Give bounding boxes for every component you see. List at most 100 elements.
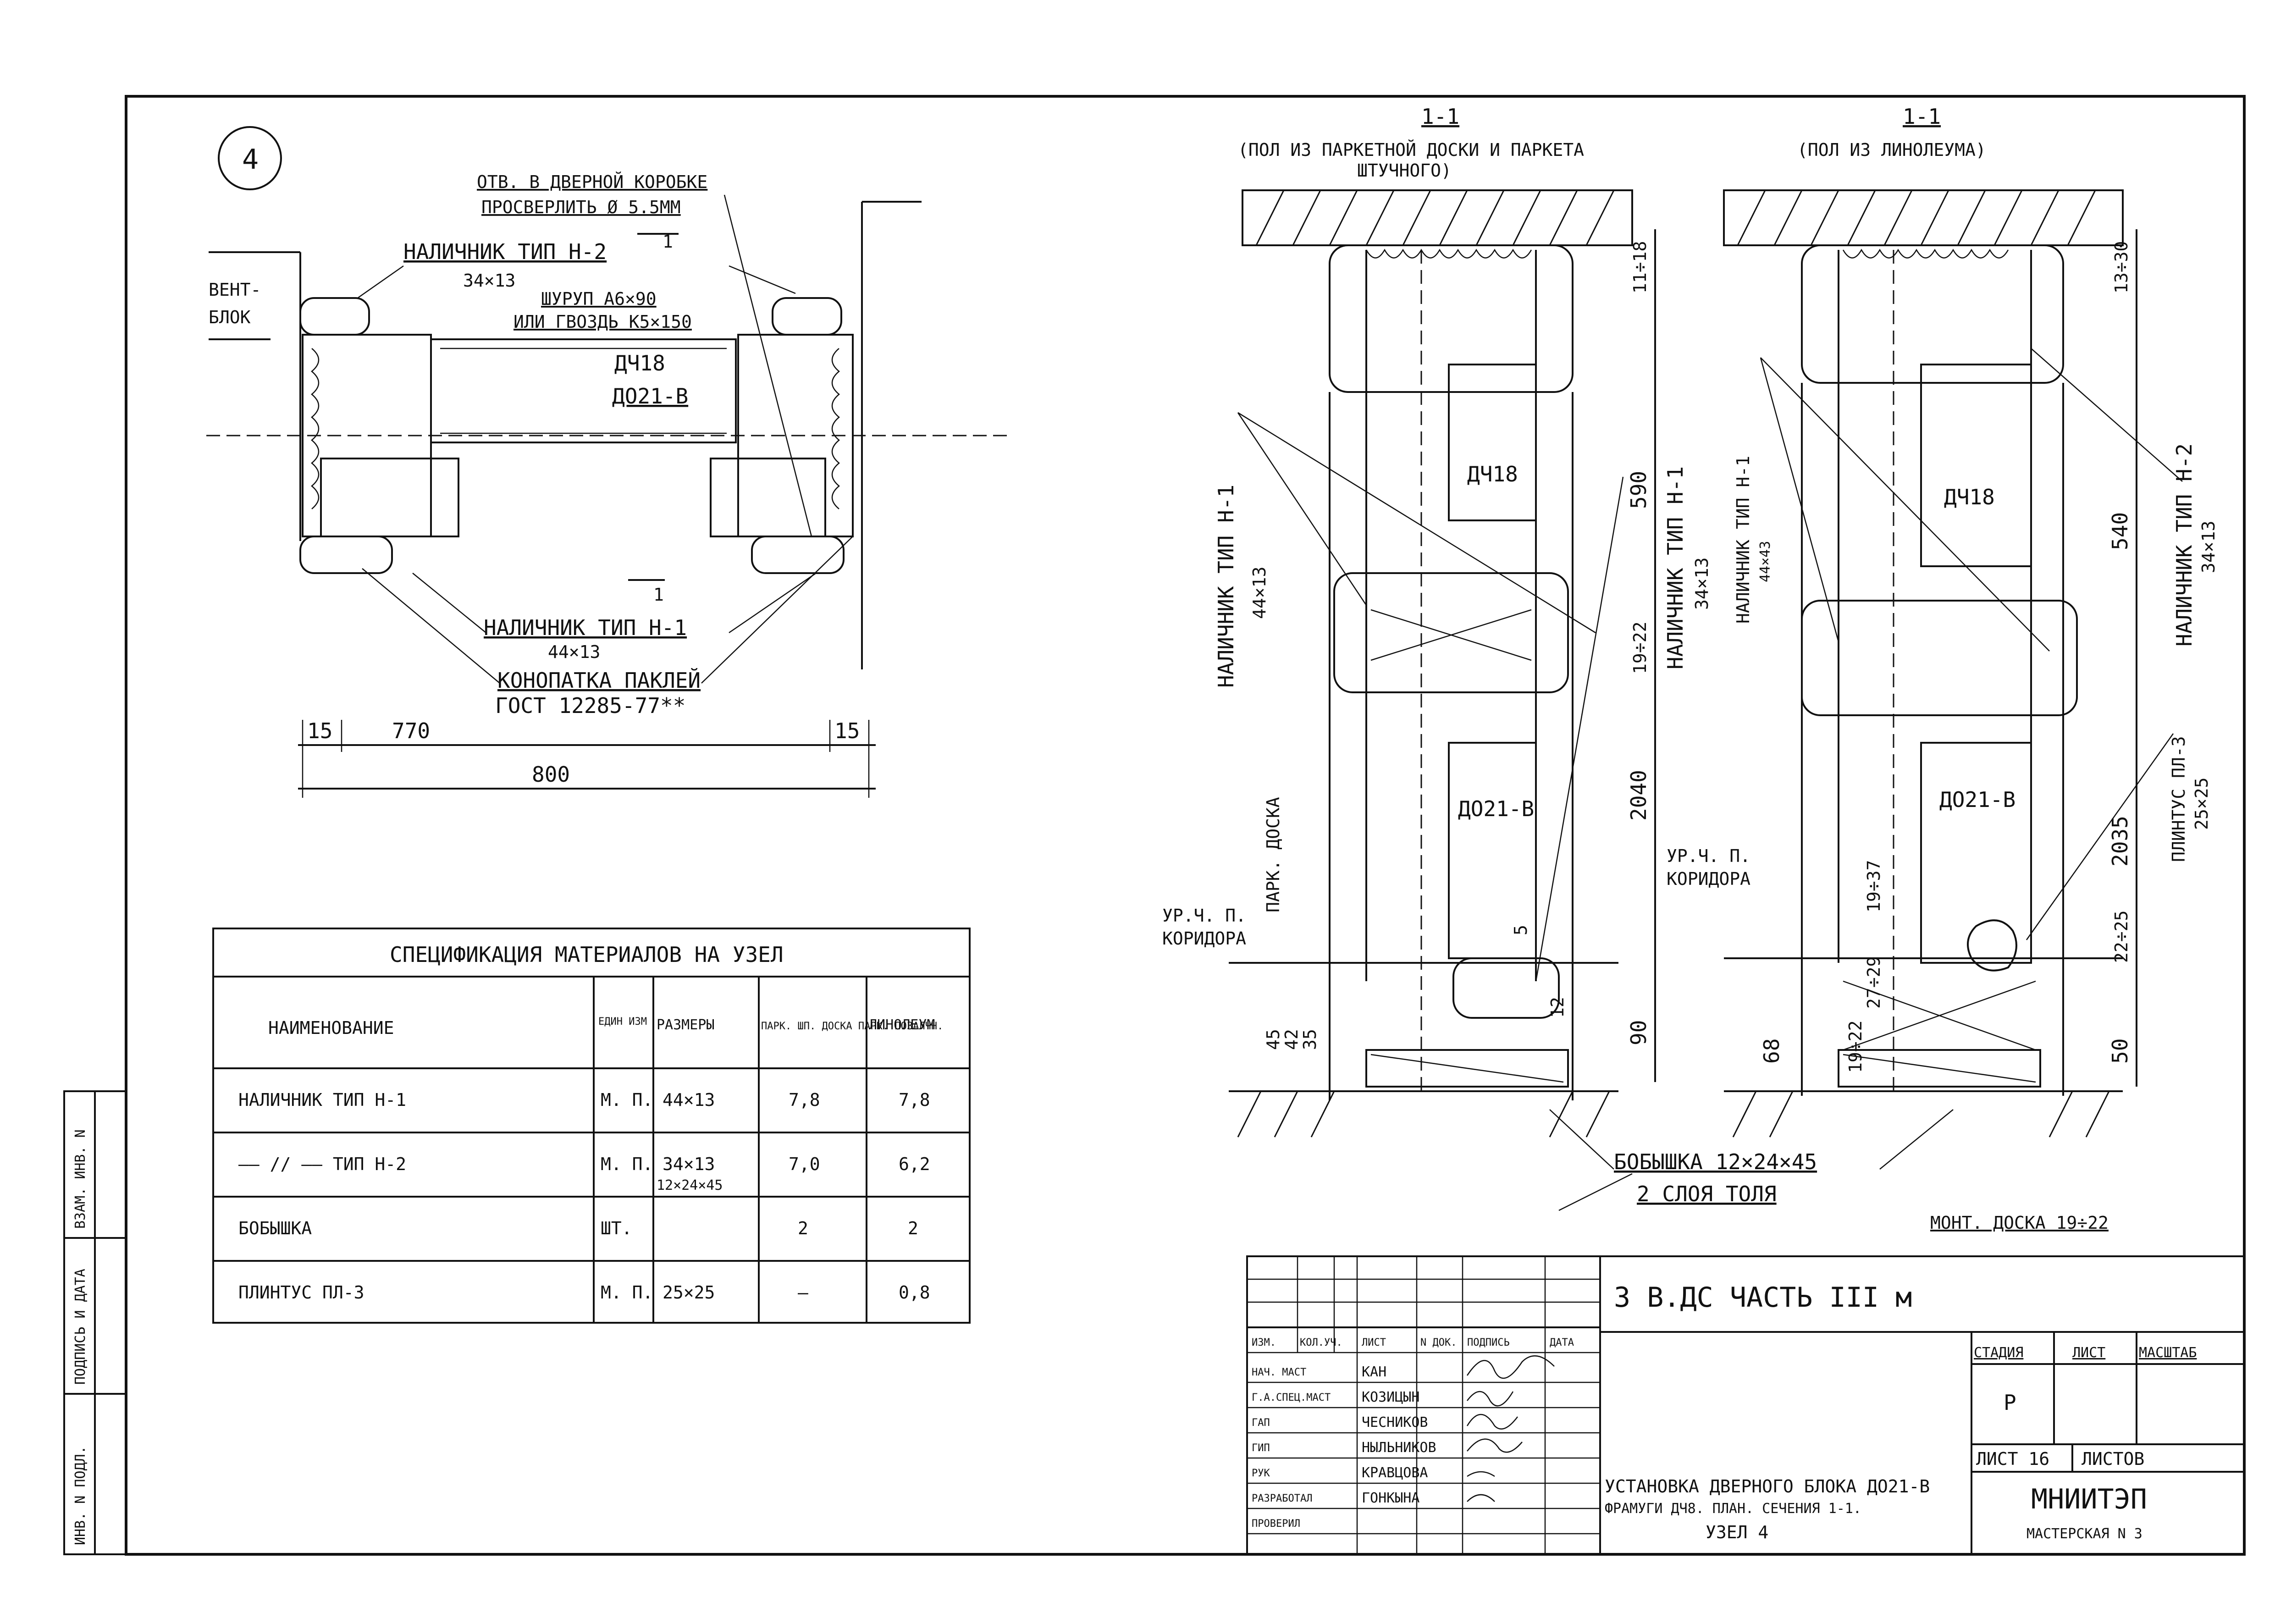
tb-name-5: КРАВЦОВА xyxy=(1362,1465,1428,1481)
screw-line1: ШУРУП А6×90 xyxy=(541,289,657,309)
section-left-dim-90: 90 xyxy=(1626,1020,1651,1045)
spec-row3-unit: ШТ. xyxy=(601,1218,632,1238)
section-right-dim-68: 68 xyxy=(1759,1038,1784,1064)
tb-col-date: ДАТА xyxy=(1550,1337,1574,1348)
note-boss: БОБЫШКА 12×24×45 xyxy=(1614,1149,1817,1174)
tb-desc-1: УСТАНОВКА ДВЕРНОГО БЛОКА ДО21-В xyxy=(1605,1476,1930,1497)
section-right-dim-50: 50 xyxy=(2108,1038,2132,1064)
spec-row1-parquet: 7,8 xyxy=(789,1090,820,1110)
vent-block-1: ВЕНТ- xyxy=(209,280,261,300)
tb-name-3: ЧЕСНИКОВ xyxy=(1362,1414,1428,1431)
screw-line2: ИЛИ ГВОЗДЬ К5×150 xyxy=(514,312,692,332)
caulk-line1: КОНОПАТКА ПАКЛЕЙ xyxy=(497,668,701,693)
spec-row4-unit: М. П. xyxy=(601,1282,653,1303)
section-right-trim-h2: НАЛИЧНИК ТИП Н-2 xyxy=(2172,443,2197,646)
section-left-floor-level1: УР.Ч. П. xyxy=(1162,906,1246,926)
section-right-dim-2035: 2035 xyxy=(2108,816,2132,867)
door-ref-2: ДО21-В xyxy=(612,384,688,409)
side-stamp: ИНВ. N ПОДЛ. ПОДПИСЬ И ДАТА ВЗАМ. ИНВ. N xyxy=(63,1090,127,1555)
section-left: 1-1 (ПОЛ ИЗ ПАРКЕТНОЙ ДОСКИ И ПАРКЕТА ШТ… xyxy=(1162,104,1712,1138)
label-trim-h1: НАЛИЧНИК ТИП Н-1 xyxy=(484,615,687,640)
tb-role-7: ПРОВЕРИЛ xyxy=(1252,1518,1300,1530)
tb-org: МНИИТЭП xyxy=(2031,1483,2147,1515)
section-left-trim-h1b: НАЛИЧНИК ТИП Н-1 xyxy=(1663,466,1688,669)
tb-name-2: КОЗИЦЫН xyxy=(1362,1389,1419,1405)
section-left-dim-42: 42 xyxy=(1281,1029,1302,1050)
section-right-plinth2: 25×25 xyxy=(2192,778,2212,830)
section-right: 1-1 (ПОЛ ИЗ ЛИНОЛЕУМА) ДЧ18 ДО21-В xyxy=(1667,104,2219,1138)
section-left-floor-board: ПАРК. ДОСКА xyxy=(1263,797,1283,912)
stamp-inv-number: ИНВ. N ПОДЛ. xyxy=(72,1446,88,1545)
note-board: МОНТ. ДОСКА 19÷22 xyxy=(1930,1213,2109,1233)
section-right-dim-top: 13÷30 xyxy=(2111,241,2131,293)
door-ref-1: ДЧ18 xyxy=(614,351,665,376)
spec-row1-size: 44×13 xyxy=(663,1090,715,1110)
section-right-trim-h1: НАЛИЧНИК ТИП Н-1 xyxy=(1733,456,1753,624)
tb-project: 3 В.ДС ЧАСТЬ III м xyxy=(1614,1282,1912,1314)
caulk-line2: ГОСТ 12285-77** xyxy=(495,693,685,718)
note-hole-line2: ПРОСВЕРЛИТЬ Ø 5.5ММ xyxy=(481,197,681,217)
spec-row1-linoleum: 7,8 xyxy=(899,1090,930,1110)
spec-table: СПЕЦИФИКАЦИЯ МАТЕРИАЛОВ НА УЗЕЛ НАИМЕНОВ… xyxy=(212,928,971,1324)
tb-role-2: Г.А.СПЕЦ.МАСТ xyxy=(1252,1392,1331,1403)
vent-block-2: БЛОК xyxy=(209,307,251,327)
tb-desc-3: УЗЕЛ 4 xyxy=(1706,1522,1768,1542)
stamp-signature-date: ПОДПИСЬ И ДАТА xyxy=(72,1269,88,1385)
label-trim-h2: НАЛИЧНИК ТИП Н-2 xyxy=(403,239,607,264)
tb-sheets: ЛИСТОВ xyxy=(2082,1449,2144,1469)
tb-role-4: ГИП xyxy=(1252,1442,1270,1454)
section-left-trim-h1b-size: 34×13 xyxy=(1692,558,1712,610)
section-right-dim-2729: 27÷29 xyxy=(1864,956,1884,1009)
spec-header-size: РАЗМЕРЫ xyxy=(657,1017,714,1033)
section-mark-top: 1 xyxy=(663,232,673,252)
trim-h2-size: 34×13 xyxy=(463,271,515,291)
spec-row3-name: БОБЫШКА xyxy=(238,1218,312,1238)
section-left-dim-45: 45 xyxy=(1263,1029,1283,1050)
tb-col-sign: ПОДПИСЬ xyxy=(1467,1337,1510,1348)
sheet-frame xyxy=(125,95,2246,1556)
section-right-trim-h2-size: 34×13 xyxy=(2198,521,2219,573)
spec-row4-name: ПЛИНТУС ПЛ-3 xyxy=(238,1282,364,1303)
spec-row3-size: 12×24×45 xyxy=(657,1177,723,1193)
bottom-notes: БОБЫШКА 12×24×45 2 СЛОЯ ТОЛЯ МОНТ. ДОСКА… xyxy=(1549,1109,2109,1233)
trim-h1-size: 44×13 xyxy=(548,642,600,662)
tb-col-list: ЛИСТ xyxy=(1362,1337,1386,1348)
section-left-dim-1922: 19÷22 xyxy=(1630,622,1650,674)
section-right-dim-1922: 19÷22 xyxy=(1845,1021,1866,1073)
tb-sheet: ЛИСТ 16 xyxy=(1976,1449,2049,1469)
tb-workshop: МАСТЕРСКАЯ N 3 xyxy=(2026,1526,2142,1542)
tb-role-5: РУК xyxy=(1252,1468,1270,1479)
dim-15-right: 15 xyxy=(834,718,860,743)
tb-col-izm: ИЗМ. xyxy=(1252,1337,1276,1348)
tb-desc-2: ФРАМУГИ ДЧ8. ПЛАН. СЕЧЕНИЯ 1-1. xyxy=(1605,1501,1861,1517)
note-hole-line1: ОТВ. В ДВЕРНОЙ КОРОБКЕ xyxy=(477,172,707,192)
spec-row2-size: 34×13 xyxy=(663,1154,715,1174)
tb-scale-header: МАСШТАБ xyxy=(2139,1345,2197,1361)
section-left-title: 1-1 xyxy=(1421,104,1459,129)
section-right-floor-level2: КОРИДОРА xyxy=(1667,869,1750,889)
dim-15-left: 15 xyxy=(307,718,332,743)
section-left-floor-level2: КОРИДОРА xyxy=(1162,928,1246,949)
section-right-door2: ДО21-В xyxy=(1939,787,2015,812)
dim-770: 770 xyxy=(392,718,430,743)
section-right-dim-540: 540 xyxy=(2108,512,2132,550)
section-left-dim-12: 12 xyxy=(1547,997,1568,1018)
spec-row2-unit: М. П. xyxy=(601,1154,653,1174)
section-right-door1: ДЧ18 xyxy=(1944,485,1995,509)
tb-stage: Р xyxy=(2004,1390,2016,1415)
section-left-subtitle2: ШТУЧНОГО) xyxy=(1357,160,1452,181)
section-right-trim-h1-size: 44×43 xyxy=(1757,541,1773,582)
tb-stage-header: СТАДИЯ xyxy=(1974,1345,2023,1361)
section-left-dim-5: 5 xyxy=(1511,925,1531,935)
tb-name-4: НЫЛЬНИКОВ xyxy=(1362,1440,1436,1456)
signatures xyxy=(1466,1355,1555,1502)
spec-row4-linoleum: 0,8 xyxy=(899,1282,930,1303)
spec-header-parquet: ПАРК. ШП. ДОСКА ПАРК. ПОЗАЛЧН. xyxy=(761,1021,943,1032)
stamp-replace-inv: ВЗАМ. ИНВ. N xyxy=(72,1129,88,1229)
spec-header-name: НАИМЕНОВАНИЕ xyxy=(268,1018,394,1038)
spec-title: СПЕЦИФИКАЦИЯ МАТЕРИАЛОВ НА УЗЕЛ xyxy=(390,942,784,967)
spec-row1-unit: М. П. xyxy=(601,1090,653,1110)
spec-header-unit: ЕДИН ИЗМ xyxy=(598,1016,647,1027)
section-left-dim-2040: 2040 xyxy=(1626,770,1651,821)
spec-header-linoleum: ЛИНОЛЕУМ xyxy=(869,1017,935,1033)
